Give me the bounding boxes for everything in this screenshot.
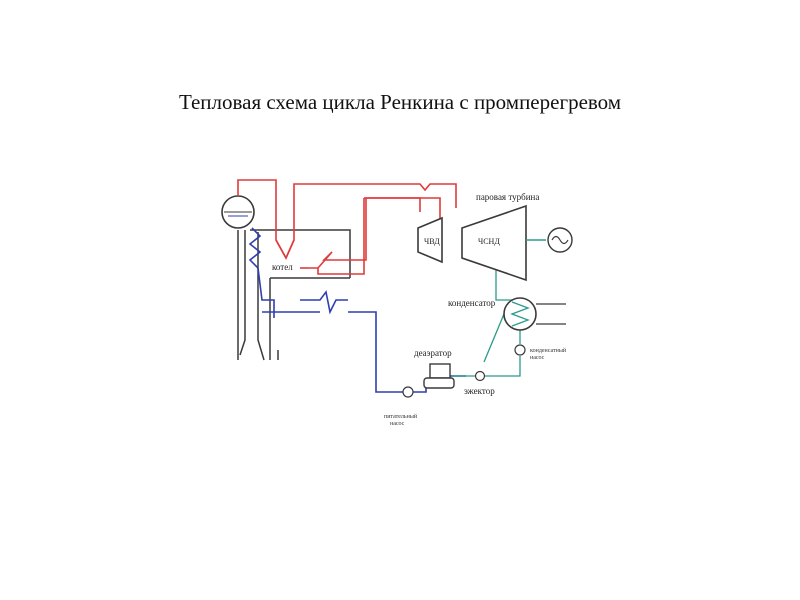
page-title: Тепловая схема цикла Ренкина с промперег… [178, 90, 622, 114]
feed-pump-icon [402, 386, 414, 398]
turbine-hp [417, 216, 443, 264]
ejector-icon [474, 370, 486, 382]
boiler-drum [221, 195, 255, 229]
feed-pump-label-1: питательный [384, 413, 418, 420]
condenser-label: конденсатор [448, 298, 496, 308]
feed-pump-label-2: насос [390, 421, 405, 427]
boiler-label: котел [272, 262, 293, 272]
cond-pump-label-2: насос [530, 355, 545, 361]
hp-label: ЧВД [424, 237, 440, 246]
boiler-structure [237, 229, 351, 361]
ejector-label: эжектор [464, 386, 495, 396]
cond-pump-label-1: конденсатный [530, 347, 567, 354]
condenser [503, 297, 566, 331]
lp-label: ЧСНД [478, 237, 500, 246]
deaerator [423, 363, 455, 389]
turbine-lp [461, 204, 527, 282]
deaerator-label: деаэратор [414, 348, 452, 358]
turbine-label: паровая турбина [476, 192, 539, 202]
generator-icon [547, 227, 573, 253]
condensate-pump-icon [514, 344, 526, 356]
